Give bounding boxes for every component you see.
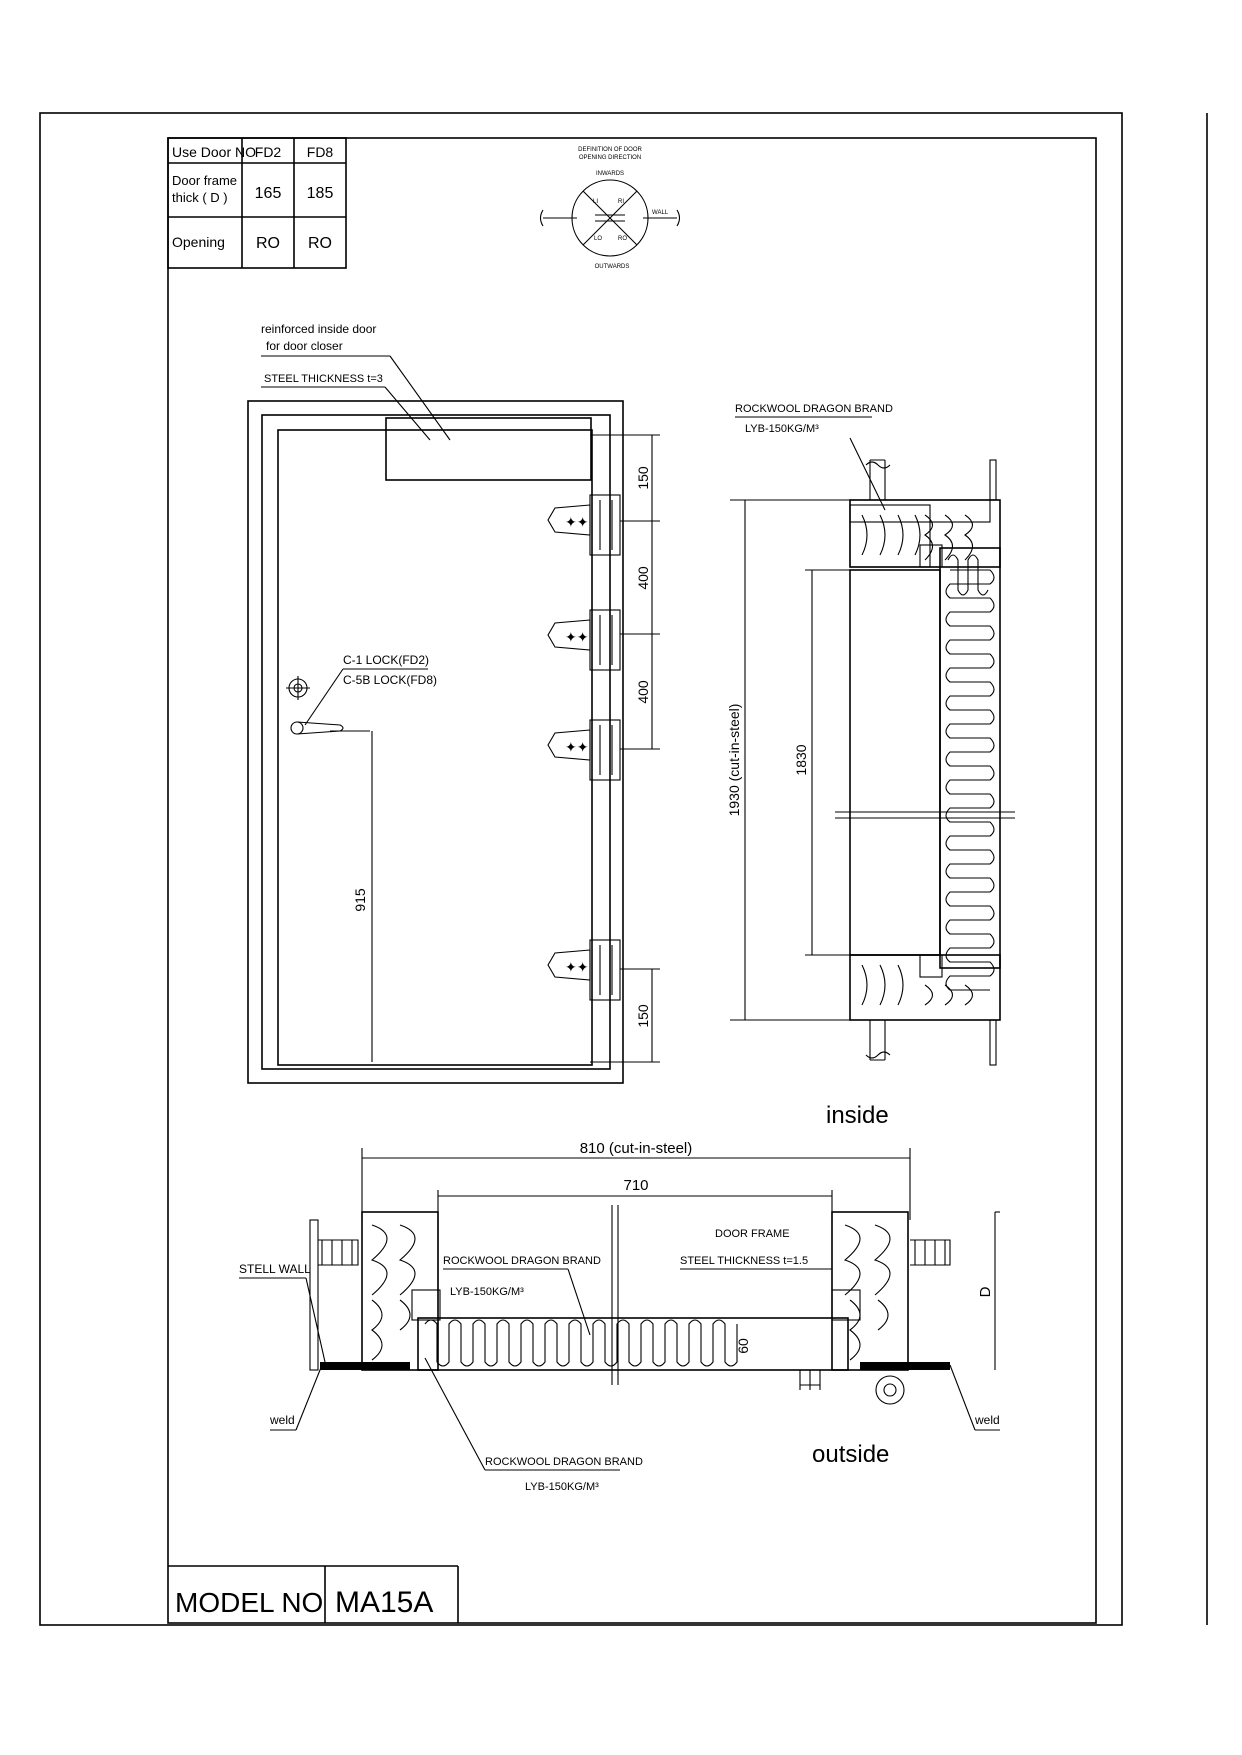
door-spec-table: Use Door NO FD2 FD8 Door frame thick ( D…: [167, 137, 347, 269]
table-header-fd2: FD2: [255, 144, 282, 160]
model-no-value: MA15A: [335, 1586, 433, 1619]
hsec-bottom-rockwool-spec: LYB-150KG/M³: [525, 1481, 599, 1493]
table-header-fd8: FD8: [307, 144, 334, 160]
svg-text:✦✦: ✦✦: [565, 514, 589, 530]
table-cell-frame-fd8: 185: [307, 185, 334, 202]
outside-label: outside: [812, 1441, 889, 1468]
hsec-bottom-rockwool-label: ROCKWOOL DRAGON BRAND: [485, 1456, 643, 1468]
hinge-dimensions: 150 400 400 150: [590, 434, 660, 1063]
svg-text:✦✦: ✦✦: [565, 739, 589, 755]
hsec-dim-clear: 710: [623, 1177, 648, 1194]
hinge-4: ✦✦: [547, 939, 621, 1001]
model-no-label: MODEL NO: [175, 1587, 323, 1618]
reinforcement-plate: [385, 417, 592, 481]
vsec-dim-cut: 1930 (cut-in-steel): [726, 704, 742, 817]
door-elevation: ✦✦ ✦✦ ✦✦ ✦✦: [247, 322, 660, 1084]
hsec-rockwool-spec: LYB-150KG/M³: [450, 1286, 524, 1298]
table-cell-frame-fd2: 165: [255, 185, 282, 202]
table-row-frame-label-1: Door frame: [172, 173, 237, 188]
hsec-dim-d: D: [977, 1286, 994, 1297]
door-leaf: [277, 429, 593, 1066]
direction-title-1: DEFINITION OF DOOR: [578, 147, 642, 153]
direction-title-2: OPENING DIRECTION: [579, 155, 641, 161]
title-block: MODEL NO MA15A: [168, 1565, 459, 1623]
direction-wall: WALL: [652, 210, 669, 216]
outer-border: [39, 112, 1123, 1626]
dim-hinge-bottom: 150: [635, 1004, 651, 1028]
table-header-use-door: Use Door NO: [172, 144, 256, 160]
lock-label-fd2: C-1 LOCK(FD2): [343, 653, 429, 667]
reinforced-label-2: for door closer: [266, 339, 343, 353]
hinge-3: ✦✦: [547, 719, 621, 781]
weld-left-label: weld: [269, 1413, 295, 1427]
svg-text:✦✦: ✦✦: [565, 629, 589, 645]
hinge-2: ✦✦: [547, 609, 621, 671]
stell-wall-label: STELL WALL: [239, 1262, 311, 1276]
quadrant-li: LI: [593, 199, 598, 205]
dim-hinge-400a: 400: [635, 566, 651, 590]
dim-hinge-400b: 400: [635, 680, 651, 704]
reinforced-label-1: reinforced inside door: [261, 322, 376, 336]
vsec-core-waves: [945, 569, 995, 991]
hsec-dim-cut: 810 (cut-in-steel): [580, 1140, 693, 1157]
table-cell-opening-fd2: RO: [256, 235, 280, 252]
hsec-rockwool-label: ROCKWOOL DRAGON BRAND: [443, 1255, 601, 1267]
direction-outwards: OUTWARDS: [595, 264, 630, 270]
hsec-dim-60: 60: [735, 1338, 751, 1354]
direction-inwards: INWARDS: [596, 171, 624, 177]
steel-thickness-label: STEEL THICKNESS t=3: [264, 373, 383, 385]
vsec-rockwool-label: ROCKWOOL DRAGON BRAND: [735, 403, 893, 415]
svg-text:✦✦: ✦✦: [565, 959, 589, 975]
inner-border: [167, 137, 1097, 1624]
table-cell-opening-fd8: RO: [308, 235, 332, 252]
quadrant-ro: RO: [618, 236, 627, 242]
opening-direction-diagram: DEFINITION OF DOOR OPENING DIRECTION INW…: [539, 147, 681, 270]
door-frame-label: DOOR FRAME: [715, 1228, 790, 1240]
door-frame-outer: [247, 400, 624, 1084]
table-row-opening-label: Opening: [172, 234, 225, 250]
lock-handle: [286, 676, 344, 735]
dim-lock-height: 915: [352, 888, 368, 912]
table-row-frame-label-2: thick ( D ): [172, 190, 228, 205]
quadrant-lo: LO: [594, 236, 602, 242]
quadrant-ri: RI: [618, 199, 624, 205]
vsec-dim-clear: 1830: [793, 744, 809, 775]
horizontal-section: 810 (cut-in-steel) 710: [239, 1140, 1000, 1493]
lock-label-fd8: C-5B LOCK(FD8): [343, 673, 437, 687]
inside-label: inside: [826, 1102, 889, 1129]
door-frame-inner: [261, 414, 611, 1070]
weld-right-label: weld: [974, 1413, 1000, 1427]
vsec-rockwool-spec: LYB-150KG/M³: [745, 423, 819, 435]
dim-hinge-top: 150: [635, 466, 651, 490]
frame-thickness-label: STEEL THICKNESS t=1.5: [680, 1255, 808, 1267]
hinge-1: ✦✦: [547, 494, 621, 556]
vertical-section: ROCKWOOL DRAGON BRAND LYB-150KG/M³: [726, 403, 1015, 1129]
